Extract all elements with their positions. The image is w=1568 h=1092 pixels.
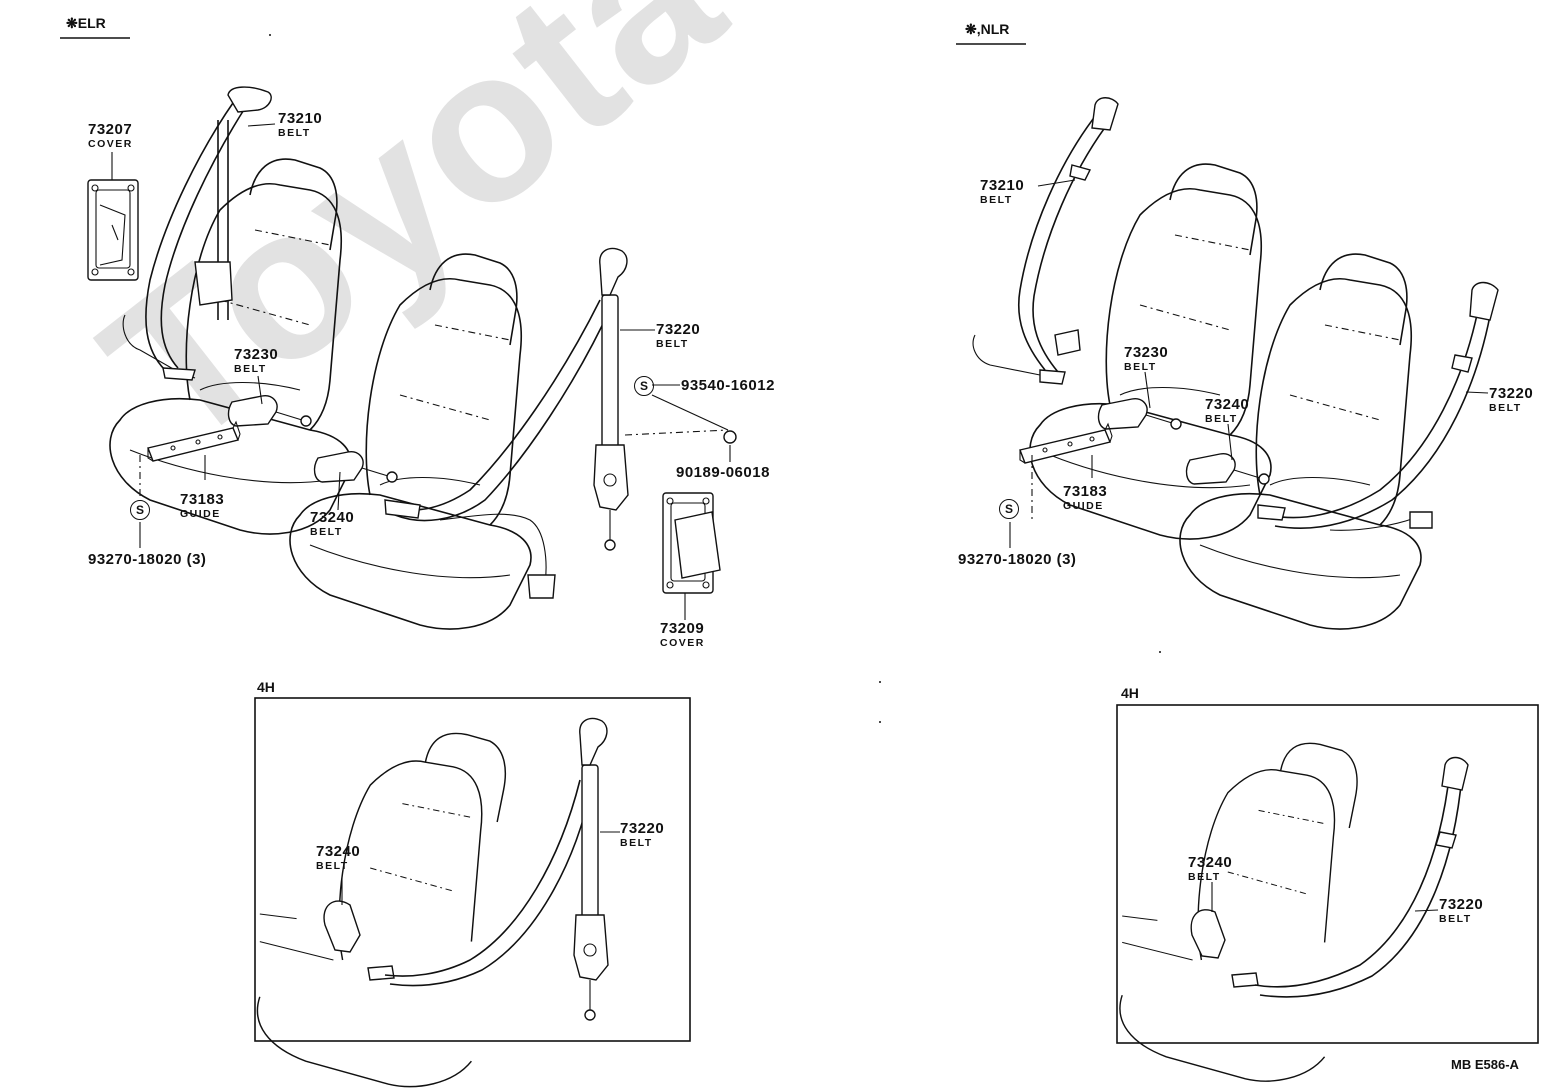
inset-part-label-73240: 73240 BELT xyxy=(316,843,361,872)
part-label-73209: 73209 COVER xyxy=(660,620,705,649)
section-nlr-title: ❋,NLR xyxy=(965,21,1010,37)
part-label-73230: 73230 BELT xyxy=(234,346,279,375)
part-label-73240: 73240 BELT xyxy=(310,509,355,538)
section-mark-icon: ❋ xyxy=(66,15,78,31)
section-mark-icon: ❋ xyxy=(965,21,977,37)
s-mark-icon: S xyxy=(999,499,1019,519)
nlr-inset-part-label-73240: 73240 BELT xyxy=(1188,854,1233,883)
part-label-73210: 73210 BELT xyxy=(278,110,323,139)
nlr-part-label-73230: 73230 BELT xyxy=(1124,344,1169,373)
part-label-73183: 73183 GUIDE xyxy=(180,491,225,520)
nlr-part-label-73210: 73210 BELT xyxy=(980,177,1025,206)
part-label-90189: 90189-06018 xyxy=(676,464,770,481)
nlr-part-label-73220: 73220 BELT xyxy=(1489,385,1534,414)
part-label-73207: 73207 COVER xyxy=(88,121,133,150)
s-mark-icon: S xyxy=(130,500,150,520)
nlr-inset-part-label-73220: 73220 BELT xyxy=(1439,896,1484,925)
section-elr-title: ❋ELR xyxy=(66,15,106,31)
diagram-code: MB E586-A xyxy=(1451,1057,1519,1072)
s-mark-icon: S xyxy=(634,376,654,396)
nlr-part-label-93270: 93270-18020 (3) xyxy=(958,551,1077,568)
inset-title-nlr: 4H xyxy=(1121,685,1139,701)
nlr-part-label-73240: 73240 BELT xyxy=(1205,396,1250,425)
part-label-73220: 73220 BELT xyxy=(656,321,701,350)
part-label-93540: 93540-16012 xyxy=(681,377,775,394)
nlr-part-label-73183: 73183 GUIDE xyxy=(1063,483,1108,512)
inset-title-elr: 4H xyxy=(257,679,275,695)
inset-part-label-73220: 73220 BELT xyxy=(620,820,665,849)
part-label-93270: 93270-18020 (3) xyxy=(88,551,207,568)
